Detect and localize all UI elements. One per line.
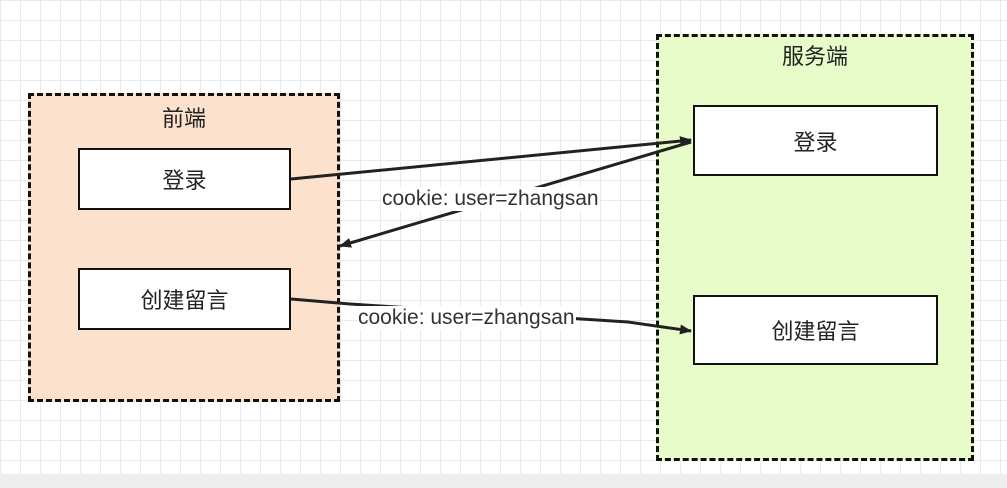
- server-login-label: 登录: [793, 130, 838, 156]
- create-message-edge-label: cookie: user=zhangsan: [357, 306, 576, 330]
- server-login-node[interactable]: 登录: [693, 105, 938, 176]
- bottom-strip: [0, 474, 1007, 488]
- frontend-create-message-label: 创建留言: [140, 289, 229, 314]
- frontend-login-label: 登录: [162, 169, 207, 194]
- frontend-group: 前端: [28, 93, 340, 402]
- server-create-message-node[interactable]: 创建留言: [693, 295, 938, 365]
- login-response-edge-label: cookie: user=zhangsan: [381, 187, 600, 211]
- frontend-group-title: 前端: [161, 107, 206, 132]
- server-group-title: 服务端: [781, 45, 848, 70]
- frontend-login-node[interactable]: 登录: [78, 148, 291, 210]
- server-group: 服务端: [656, 34, 974, 461]
- server-create-message-label: 创建留言: [771, 320, 860, 345]
- frontend-create-message-node[interactable]: 创建留言: [78, 268, 291, 330]
